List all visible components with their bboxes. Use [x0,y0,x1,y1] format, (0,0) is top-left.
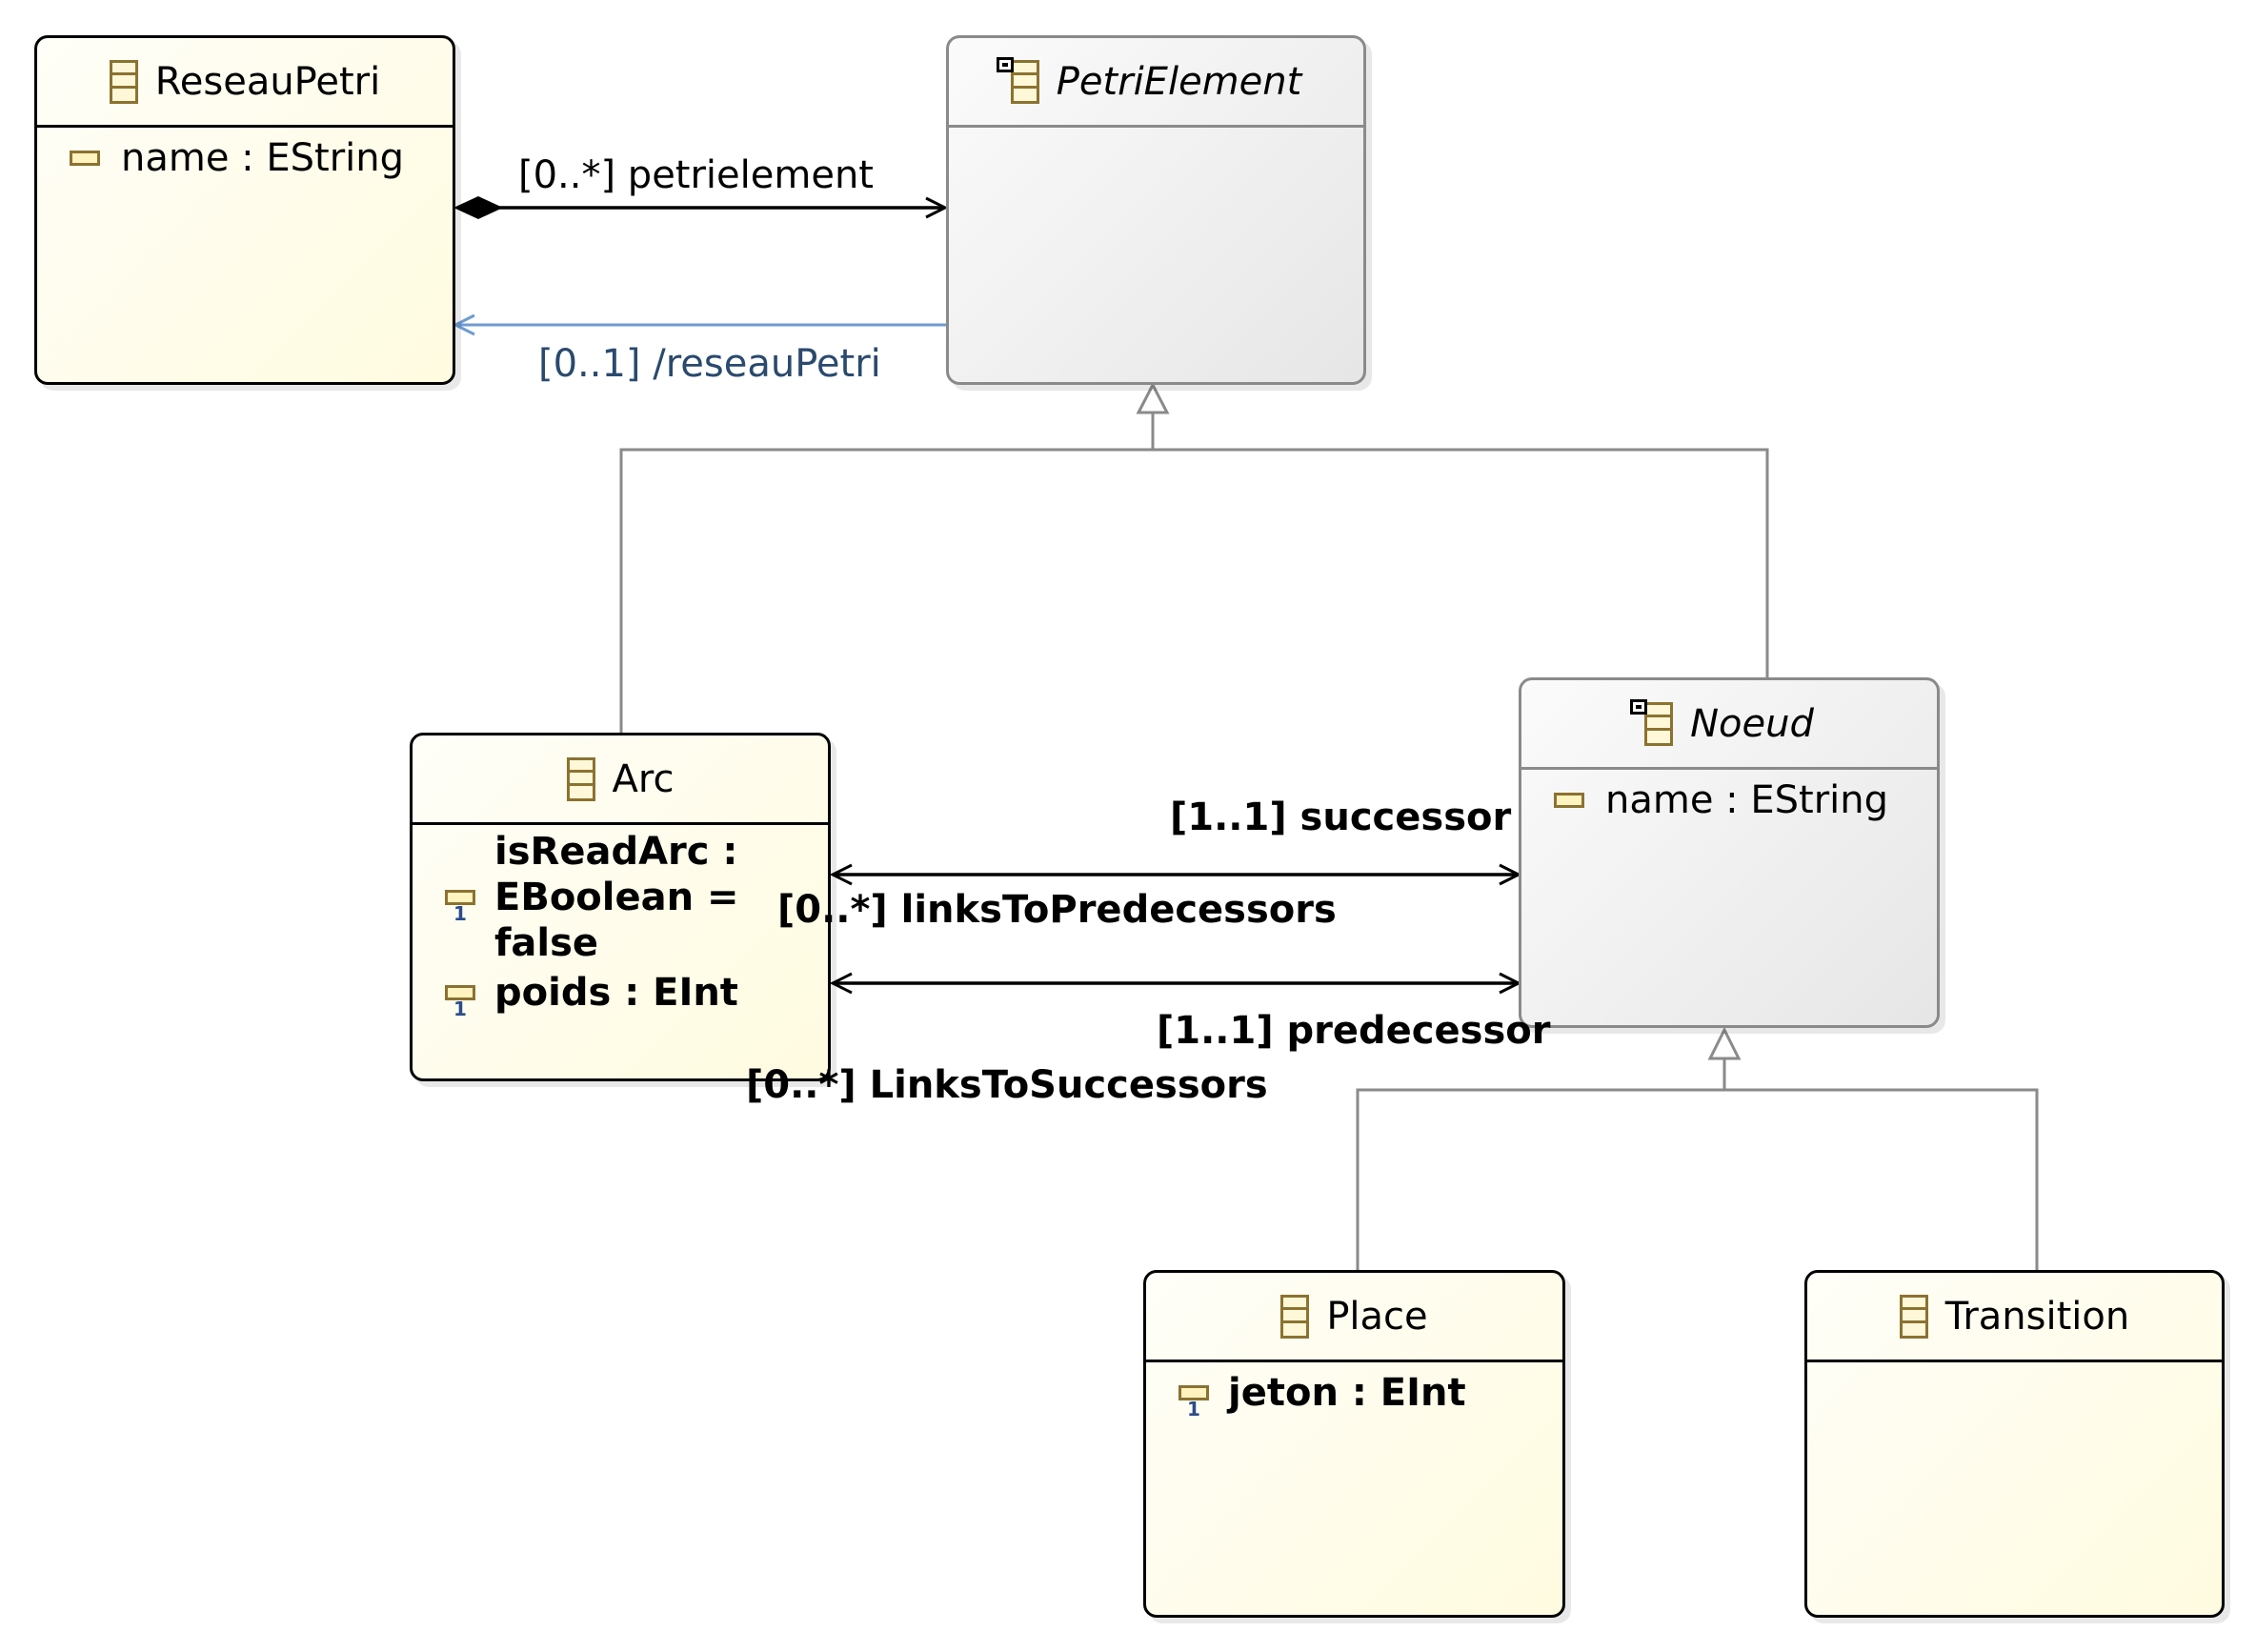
label-successor: [1..1] successor [1170,796,1512,839]
abstract-class-icon [1630,698,1674,746]
class-icon [1899,1294,1928,1339]
label-petrielement: [0..*] petrielement [518,153,874,197]
composition-diamond [453,196,503,219]
label-links-to-successors: [0..*] LinksToSuccessors [746,1063,1268,1107]
required-attribute-icon [1178,1385,1209,1419]
class-header: Place [1146,1273,1562,1362]
class-petrielement[interactable]: PetriElement [946,35,1366,385]
attribute-compartment: name : EString [1521,770,1937,823]
class-name: ReseauPetri [154,59,381,104]
class-name: PetriElement [1056,59,1302,104]
label-links-to-predecessors: [0..*] linksToPredecessors [777,888,1337,932]
attribute-compartment: isReadArc : EBoolean = false poids : EIn… [413,825,828,1018]
attribute-label: name : EString [1605,778,1888,822]
attribute-row[interactable]: jeton : EInt [1178,1370,1562,1419]
abstract-class-icon [996,56,1039,104]
class-icon [1280,1294,1310,1339]
class-header: Noeud [1521,680,1937,770]
attribute-icon [1554,793,1584,808]
attribute-label: poids : EInt [494,971,738,1015]
class-icon [566,756,595,801]
attribute-row[interactable]: poids : EInt [445,970,828,1018]
attribute-label: isReadArc : EBoolean = false [494,830,739,965]
required-attribute-icon [445,890,475,923]
label-predecessor: [1..1] predecessor [1157,1009,1551,1053]
class-reseaupetri[interactable]: ReseauPetri name : EString [34,35,455,385]
attribute-row[interactable]: isReadArc : EBoolean = false [445,829,828,966]
class-name: Arc [612,756,675,801]
attribute-compartment: jeton : EInt [1146,1362,1562,1419]
class-header: ReseauPetri [37,38,453,128]
generalization-petrielement[interactable] [619,381,1769,733]
attribute-label: name : EString [121,136,404,180]
class-header: Transition [1807,1273,2222,1362]
attribute-icon [70,151,100,166]
class-noeud[interactable]: Noeud name : EString [1519,677,1940,1028]
label-reseaupetri: [0..1] /reseauPetri [538,342,881,386]
attribute-row[interactable]: name : EString [1554,777,1937,823]
attribute-row[interactable]: name : EString [70,135,453,181]
attribute-compartment: name : EString [37,128,453,181]
class-arc[interactable]: Arc isReadArc : EBoolean = false poids :… [410,733,831,1081]
class-name: Transition [1944,1294,2130,1339]
class-header: Arc [413,735,828,825]
class-name: Noeud [1690,701,1814,746]
class-transition[interactable]: Transition [1804,1270,2225,1618]
generalization-noeud[interactable] [1356,1026,2039,1270]
class-name: Place [1326,1294,1428,1339]
class-icon [109,59,138,104]
class-header: PetriElement [949,38,1363,128]
required-attribute-icon [445,985,475,1018]
class-place[interactable]: Place jeton : EInt [1143,1270,1565,1618]
attribute-label: jeton : EInt [1228,1371,1466,1415]
